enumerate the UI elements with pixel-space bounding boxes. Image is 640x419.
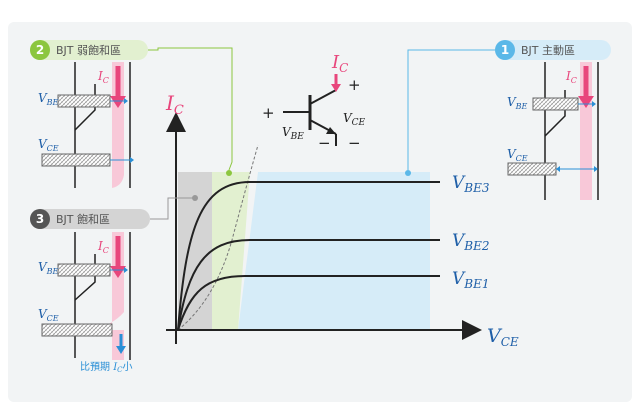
curve-label-vbe2: VBE2 [452, 231, 490, 253]
mini-weak-vbe-label: VBE [38, 91, 59, 107]
transistor-ic-arrow [331, 74, 341, 92]
connector-dot-active [405, 170, 411, 176]
svg-text:BJT 主動區: BJT 主動區 [521, 43, 575, 57]
weak-saturation-region-fill [212, 172, 250, 330]
transistor-minus-base: − [318, 134, 331, 152]
mini-active-vbe-label: VBE [507, 95, 528, 111]
svg-text:BJT 弱飽和區: BJT 弱飽和區 [56, 43, 121, 57]
connector-dot-saturation [192, 195, 198, 201]
mini-weak-ic-label: IC [97, 69, 109, 85]
curve-vbe3 [177, 181, 440, 331]
svg-text:BJT 飽和區: BJT 飽和區 [56, 212, 110, 226]
mini-weak-vce-label: VCE [38, 137, 59, 153]
mini-sat-note: 比預期 IC小 [80, 361, 133, 374]
badge-saturation: 3 BJT 飽和區 [30, 209, 150, 229]
curve-label-vbe3: VBE3 [452, 173, 490, 195]
badge-active: 1 BJT 主動區 [495, 40, 611, 60]
svg-text:3: 3 [36, 212, 44, 226]
mini-diagram-saturation [41, 232, 131, 360]
svg-text:1: 1 [501, 43, 509, 57]
transistor-plus-collector: + [348, 76, 361, 94]
mini-sat-vbe-label: VBE [38, 260, 59, 276]
transistor-ic-label: IC [331, 52, 348, 75]
x-axis-label: VCE [487, 325, 519, 349]
connector-weak-saturation [148, 47, 233, 171]
characteristic-graph: IC VCE VBE3 VBE2 VBE1 [165, 91, 519, 349]
mini-active-vce-label: VCE [507, 147, 528, 163]
curve-vbe1 [177, 275, 440, 331]
svg-text:2: 2 [36, 43, 44, 57]
curve-label-vbe1: VBE1 [452, 269, 490, 291]
connector-saturation [150, 197, 195, 220]
active-region-fill [238, 172, 430, 330]
mini-diagram-active [507, 62, 599, 200]
transistor-vce-label: VCE [343, 111, 366, 128]
transistor-plus-base: + [262, 104, 275, 122]
mini-active-ic-label: IC [565, 69, 577, 85]
transistor-vbe-label: VBE [282, 125, 304, 142]
connector-dot-weak [226, 170, 232, 176]
saturation-boundary-dashed [177, 144, 259, 331]
badge-weak-saturation: 2 BJT 弱飽和區 [30, 40, 148, 60]
mini-diagram-weak-saturation [41, 62, 134, 188]
y-axis-label: IC [165, 91, 184, 118]
connector-active [407, 49, 495, 170]
curve-vbe2 [177, 239, 440, 331]
mini-sat-ic-label: IC [97, 239, 109, 255]
transistor-minus-collector: − [348, 134, 361, 152]
mini-sat-vce-label: VCE [38, 307, 59, 323]
